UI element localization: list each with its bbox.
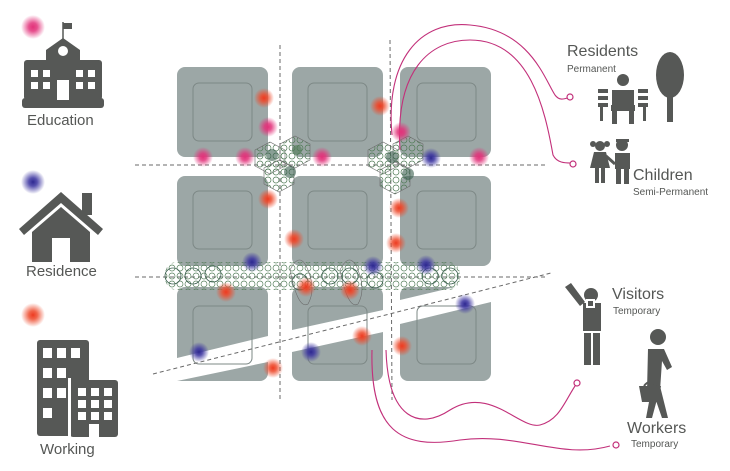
working-dot: [386, 233, 406, 253]
residence-dot: [363, 256, 383, 276]
working-dot: [296, 277, 316, 297]
connector-visitors: [371, 349, 611, 451]
block: [292, 176, 383, 266]
education-dot: [469, 147, 489, 167]
education-dot: [21, 15, 45, 39]
residence-dot: [189, 342, 209, 362]
education-dot: [235, 147, 255, 167]
connector-residents: [390, 24, 572, 136]
user-sublabel-workers: Temporary: [631, 439, 679, 450]
residence-dot: [242, 252, 262, 272]
user-sublabel-visitors: Temporary: [613, 306, 661, 317]
residence-dot: [301, 342, 321, 362]
connector-endpoint: [566, 93, 574, 101]
working-dot: [340, 280, 360, 300]
tree-cluster-north-1: [254, 135, 311, 193]
working-dot: [254, 88, 274, 108]
user-sublabel-residents: Permanent: [567, 64, 616, 75]
working-dot: [216, 282, 236, 302]
working-dot: [389, 198, 409, 218]
user-label-workers: Workers: [627, 420, 687, 437]
block: [177, 176, 268, 266]
connector-endpoint: [612, 441, 620, 449]
connector-endpoint: [573, 379, 581, 387]
office-buildings-icon: [37, 340, 118, 438]
school-icon: [22, 22, 104, 108]
working-dot: [370, 96, 390, 116]
user-sublabel-children: Semi-Permanent: [633, 187, 709, 198]
connector-endpoint: [569, 160, 577, 168]
residence-dot: [416, 255, 436, 275]
connector-endpoints: [566, 93, 620, 449]
block: [177, 67, 268, 157]
education-dot: [391, 122, 411, 142]
legend-label-education: Education: [27, 112, 94, 129]
working-dot: [263, 358, 283, 378]
block: [177, 362, 268, 381]
user-label-visitors: Visitors: [612, 286, 665, 303]
working-dot: [352, 326, 372, 346]
user-label-residents: Residents: [567, 43, 639, 60]
block: [400, 302, 491, 381]
residence-dot: [455, 294, 475, 314]
house-icon: [19, 192, 103, 262]
tree-belt: [164, 259, 460, 306]
legend-label-working: Working: [40, 441, 95, 458]
person-on-bench-icon: [598, 52, 684, 124]
working-dot: [392, 336, 412, 356]
children-icon: [590, 139, 630, 184]
worker-with-bag-icon: [639, 329, 672, 418]
connector-children: [398, 39, 572, 164]
residence-dot: [21, 170, 45, 194]
visitor-camera-icon: [565, 283, 601, 365]
tree-cluster-north-2: [367, 135, 424, 195]
user-label-children: Children: [633, 167, 693, 184]
block: [400, 67, 491, 157]
connector-lines: [371, 24, 611, 451]
block: [400, 176, 491, 266]
working-dot: [258, 189, 278, 209]
residence-dot: [421, 148, 441, 168]
education-dot: [312, 147, 332, 167]
block: [292, 287, 383, 330]
block: [400, 287, 455, 300]
working-dot: [21, 303, 45, 327]
working-dot: [284, 229, 304, 249]
legend-label-residence: Residence: [26, 263, 97, 280]
education-dot: [258, 117, 278, 137]
block: [292, 67, 383, 157]
block: [177, 287, 268, 358]
education-dot: [193, 147, 213, 167]
connector-workers: [385, 349, 578, 426]
city-blocks: [177, 67, 491, 381]
activity-dots: [21, 15, 489, 378]
